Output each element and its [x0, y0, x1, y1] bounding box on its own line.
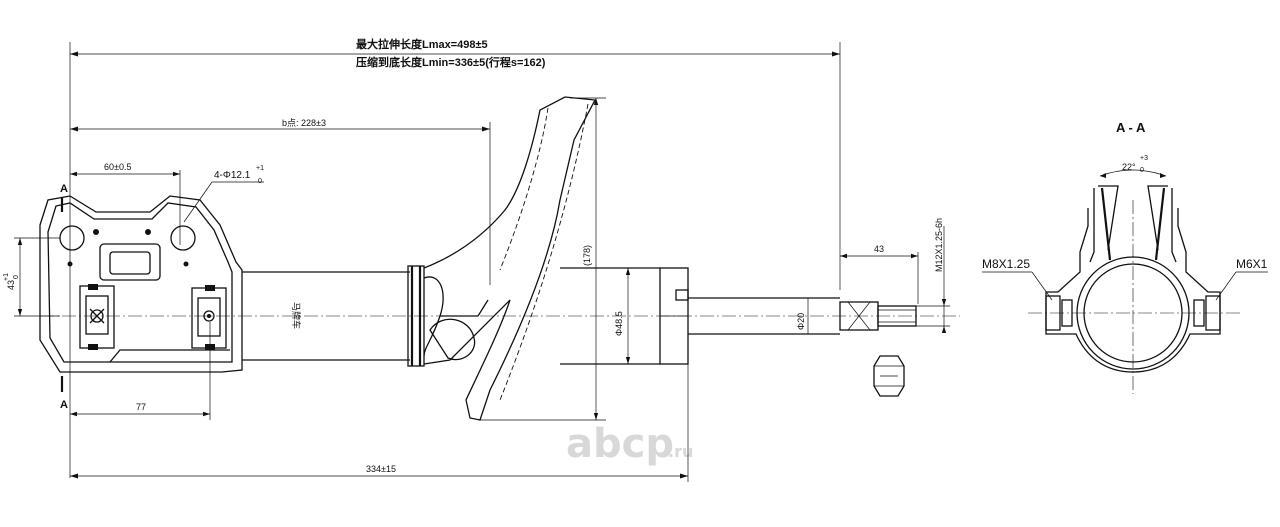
- bracket-height-tol-low: 0: [13, 275, 20, 279]
- dim-b-point: b点: 228±3: [70, 118, 491, 285]
- holes-label: 4-Φ12.1: [214, 170, 251, 181]
- bolt-spacing-label: 60±0.5: [104, 162, 131, 172]
- rod-diameter-label: Φ20: [796, 313, 806, 330]
- total-334-label: 334±15: [366, 464, 396, 474]
- damper-body: 马牌车: [242, 265, 425, 367]
- body-label: 马牌车: [291, 302, 302, 329]
- upper-tube: Φ48.5: [560, 267, 689, 365]
- holes-tol-low: 0: [258, 178, 262, 185]
- section-a-a: A - A 22° +3 0 M8X1.25 M6X1: [982, 120, 1268, 394]
- thread-spec-label: M12X1.25-6h: [934, 218, 944, 272]
- holes-tol: +1: [256, 165, 264, 172]
- bracket-offset-label: 77: [136, 402, 146, 412]
- watermark-domain: .ru: [668, 442, 693, 461]
- section-letter-bottom: A: [60, 399, 68, 411]
- mount-hole-2: [170, 225, 196, 251]
- hex-nut: [873, 355, 905, 397]
- mount-hole-1: [59, 225, 85, 251]
- piston-rod: Φ20: [688, 297, 917, 335]
- ref-178-label: (178): [582, 245, 592, 266]
- section-angle-label: 22°: [1122, 162, 1136, 172]
- dim-bracket-height: 43 +1 0: [3, 237, 60, 317]
- left-thread-label: M8X1.25: [982, 257, 1030, 271]
- bracket-height-tol: +1: [3, 273, 10, 281]
- section-angle-tol: +3: [1140, 155, 1148, 162]
- spring-seat: [423, 96, 597, 421]
- dim-bolt-spacing: 60±0.5: [70, 162, 181, 245]
- section-title: A - A: [1116, 120, 1146, 135]
- bracket-height-label: 43: [6, 280, 16, 290]
- section-mark-bottom: A: [60, 376, 68, 411]
- body-diameter-label: Φ48.5: [614, 311, 624, 336]
- dim-thread: 43 M12X1.25-6h: [840, 218, 950, 333]
- right-thread-label: M6X1: [1236, 257, 1268, 271]
- dim-bracket-offset: 77: [70, 322, 211, 420]
- holes-callout: 4-Φ12.1 +1 0: [183, 165, 264, 223]
- watermark: abcp .ru: [566, 421, 693, 467]
- max-length-label: 最大拉伸长度Lmax=498±5: [356, 37, 488, 51]
- section-angle-tol-low: 0: [1140, 167, 1144, 174]
- min-length-label: 压缩到底长度Lmin=336±5(行程s=162): [356, 55, 546, 69]
- thread-length-label: 43: [874, 244, 884, 254]
- watermark-brand: abcp: [566, 421, 674, 467]
- dim-ref-178: (178): [480, 97, 606, 421]
- section-letter-top: A: [60, 183, 68, 195]
- dim-overall-length: 最大拉伸长度Lmax=498±5 压缩到底长度Lmin=336±5(行程s=16…: [69, 37, 841, 478]
- b-dimension-label: b点: 228±3: [282, 118, 326, 128]
- dim-total-334: 334±15: [70, 364, 689, 482]
